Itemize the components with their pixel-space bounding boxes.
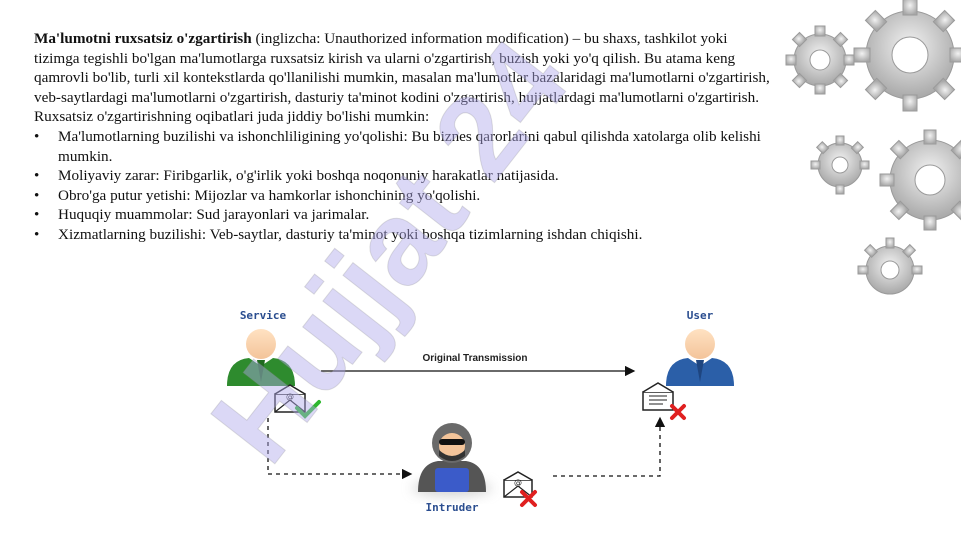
svg-text:@: @ xyxy=(286,392,294,401)
text-content: Ma'lumotni ruxsatsiz o'zgartirish (ingli… xyxy=(34,29,774,245)
list-item: •Obro'ga putur yetishi: Mijozlar va hamk… xyxy=(34,186,481,204)
service-envelope-icon: @ xyxy=(274,384,306,413)
list-item: •Xizmatlarning buzilishi: Veb-saytlar, d… xyxy=(34,225,643,243)
svg-text:@: @ xyxy=(514,478,522,487)
term-bold: Ma'lumotni ruxsatsiz o'zgartirish xyxy=(34,30,252,47)
gears-decoration-icon xyxy=(785,0,961,295)
cross-icon xyxy=(520,490,537,507)
cross-icon xyxy=(670,404,686,420)
bullet-icon: • xyxy=(34,167,40,185)
consequences-list: •Ma'lumotlarning buzilishi va ishonchlil… xyxy=(34,127,774,245)
bullet-icon: • xyxy=(34,206,40,224)
user-envelope-icon xyxy=(642,382,674,411)
intruder-envelope-icon: @ xyxy=(503,471,533,498)
check-icon xyxy=(295,400,321,419)
transmission-label: Original Transmission xyxy=(422,353,527,364)
user-label: User xyxy=(687,309,714,322)
service-person-icon xyxy=(227,329,295,386)
bullet-icon: • xyxy=(34,127,40,145)
definition-paragraph: Ma'lumotni ruxsatsiz o'zgartirish (ingli… xyxy=(34,29,774,107)
bullet-icon: • xyxy=(34,225,40,243)
intercept-dashed-arrow xyxy=(267,418,413,480)
definition-text: (inglizcha: Unauthorized information mod… xyxy=(34,30,770,106)
intruder-person-icon xyxy=(412,423,492,496)
consequences-intro: Ruxsatsiz o'zgartirishning oqibatlari ju… xyxy=(34,108,430,126)
forward-dashed-arrow xyxy=(553,416,666,477)
intruder-label: Intruder xyxy=(426,501,479,514)
list-item: •Moliyaviy zarar: Firibgarlik, o'g'irlik… xyxy=(34,167,559,185)
list-item: •Huquqiy muammolar: Sud jarayonlari va j… xyxy=(34,206,370,224)
modification-attack-diagram: Service User Intruder Original Transmiss… xyxy=(227,309,734,514)
list-item: •Ma'lumotlarning buzilishi va ishonchlil… xyxy=(34,127,761,165)
bullet-icon: • xyxy=(34,186,40,204)
user-person-icon xyxy=(666,329,734,386)
service-label: Service xyxy=(240,309,287,322)
